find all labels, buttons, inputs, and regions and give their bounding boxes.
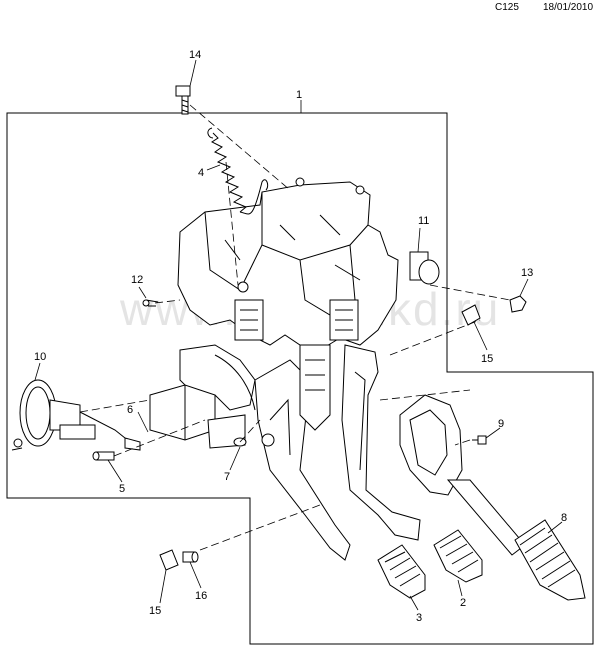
callout-14: 14	[189, 49, 201, 61]
clutch-pedal	[254, 344, 351, 561]
pedal-box-bracket	[177, 177, 399, 351]
callout-15-left: 15	[149, 605, 161, 617]
clutch-master-cylinder	[11, 379, 141, 451]
diagram-date: 18/01/2010	[543, 2, 594, 13]
screw-12	[142, 299, 159, 307]
nut-13	[509, 295, 527, 313]
callout-labels: 1 2 3 4 5 6 7 8 9 10 11 12 13 14 15 15 1…	[34, 49, 567, 624]
callout-10: 10	[34, 351, 46, 363]
pedal-pads	[377, 529, 483, 599]
bolt-14	[175, 85, 191, 115]
clip-15-right	[461, 304, 481, 326]
return-spring	[207, 127, 269, 215]
leader-lines	[34, 59, 563, 611]
callout-1: 1	[296, 89, 302, 101]
callout-16: 16	[195, 590, 207, 602]
brake-pedal	[341, 344, 421, 541]
callout-7: 7	[224, 471, 230, 483]
callout-12: 12	[131, 274, 143, 286]
bolt-9	[472, 435, 487, 445]
callout-13: 13	[521, 267, 533, 279]
callout-3: 3	[416, 612, 422, 624]
clip-15-and-bush-16	[159, 549, 199, 571]
callout-2: 2	[460, 597, 466, 609]
callout-11: 11	[418, 215, 429, 227]
accelerator-pedal-assembly	[399, 394, 586, 601]
diagram-code: C125	[495, 2, 519, 13]
brake-light-switch	[409, 251, 440, 285]
clutch-switch-housing	[149, 344, 271, 449]
assembly-guide-lines	[79, 104, 511, 551]
callout-15-right: 15	[481, 353, 493, 365]
assembly-boundary	[6, 112, 594, 645]
pin-5	[92, 451, 115, 461]
callout-9: 9	[498, 418, 504, 430]
callout-4: 4	[198, 167, 204, 179]
callout-6: 6	[127, 404, 133, 416]
callout-5: 5	[119, 483, 125, 495]
callout-8: 8	[561, 512, 567, 524]
